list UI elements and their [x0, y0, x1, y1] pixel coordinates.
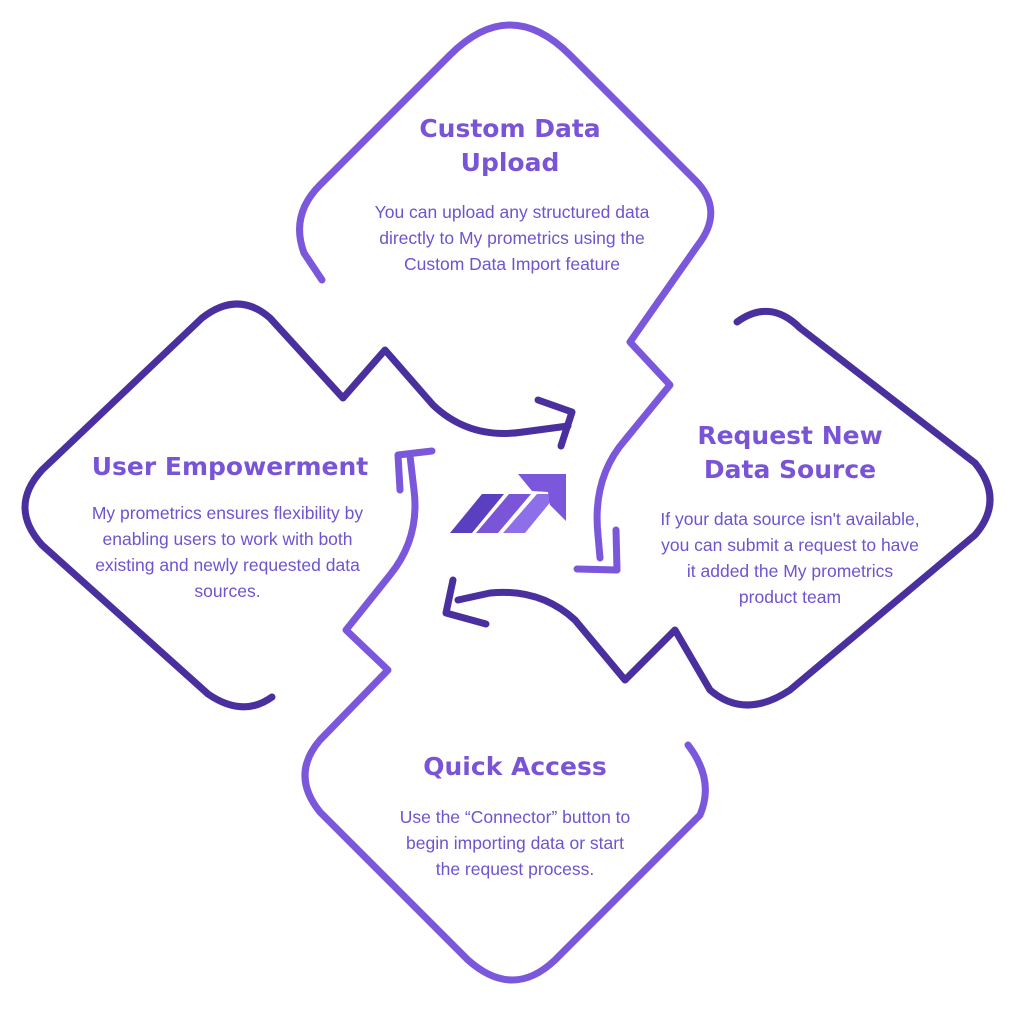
left-diamond-outline [21, 300, 572, 711]
node-title-user-empowerment: User Empowerment [91, 452, 369, 481]
node-title-quick-access: Quick Access [423, 752, 607, 781]
right-diamond-outline [454, 307, 994, 709]
arrowhead-bottom-left [442, 576, 490, 628]
top-diamond-outline [296, 21, 715, 562]
node-description-quick-access: Use the “Connector” button to begin impo… [399, 807, 631, 879]
arrowhead-top-right [534, 396, 576, 450]
prometrics-logo-icon [450, 474, 566, 533]
node-title-request-new-data-source: Request New Data Source [697, 421, 883, 484]
node-description-request-new-data-source: If your data source isn't available, you… [660, 509, 920, 607]
node-description-custom-data-upload: You can upload any structured data direc… [374, 202, 650, 274]
bottom-diamond-outline [301, 452, 709, 984]
arrowhead-right-down [573, 526, 621, 574]
node-description-user-empowerment: My prometrics ensures flexibility by ena… [91, 503, 364, 601]
node-title-custom-data-upload: Custom Data Upload [419, 114, 601, 177]
arrowhead-left-up [394, 447, 436, 494]
